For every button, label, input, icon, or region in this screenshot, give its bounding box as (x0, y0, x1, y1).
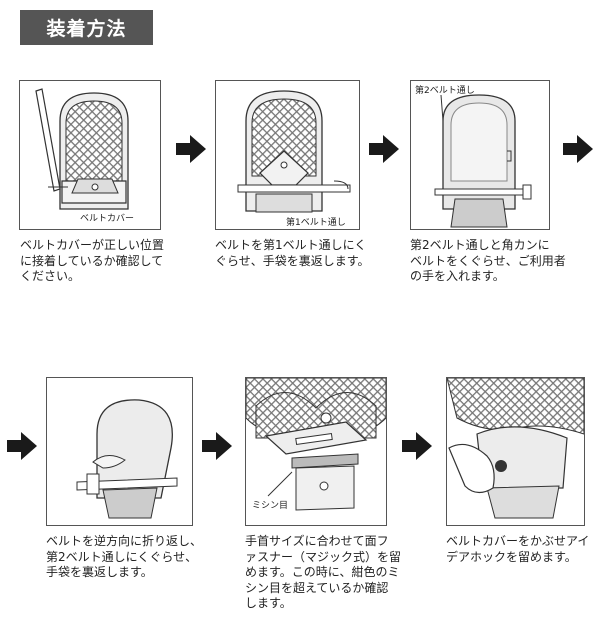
step-1-illustration: ベルトカバー (19, 80, 161, 230)
step-5-caption: 手首サイズに合わせて面フ ァスナー（マジック式）を留 めます。この時に、紺色のミ… (245, 534, 402, 610)
step-5-label: ミシン目 (252, 500, 288, 511)
step-1-label: ベルトカバー (80, 213, 134, 224)
step-2-caption: ベルトを第1ベルト通しにく ぐらせ、手袋を裏返します。 (215, 238, 370, 268)
step-2-illustration: 第1ベルト通し (215, 80, 360, 230)
arrow-right-icon (7, 432, 37, 460)
step-3-caption: 第2ベルト通しと角カンに ベルトをくぐらせ、ご利用者 の手を入れます。 (410, 238, 566, 283)
step-5-illustration: ミシン目 (245, 377, 387, 526)
arrow-right-icon (176, 135, 206, 163)
step-4-illustration (46, 377, 193, 526)
arrow-right-icon (402, 432, 432, 460)
arrow-right-icon (369, 135, 399, 163)
step-6-caption: ベルトカバーをかぶせアイ デアホックを留めます。 (446, 534, 590, 564)
step-4-caption: ベルトを逆方向に折り返し、 第2ベルト通しにくぐらせ、 手袋を裏返します。 (46, 534, 203, 579)
arrow-right-icon (563, 135, 593, 163)
step-6-illustration (446, 377, 585, 526)
step-3-illustration: 第2ベルト通し (410, 80, 550, 230)
step-3-label: 第2ベルト通し (415, 84, 475, 96)
step-1-caption: ベルトカバーが正しい位置 に接着しているか確認して ください。 (20, 238, 165, 283)
section-title: 装着方法 (20, 10, 153, 45)
arrow-right-icon (202, 432, 232, 460)
step-2-label: 第1ベルト通し (286, 216, 346, 228)
